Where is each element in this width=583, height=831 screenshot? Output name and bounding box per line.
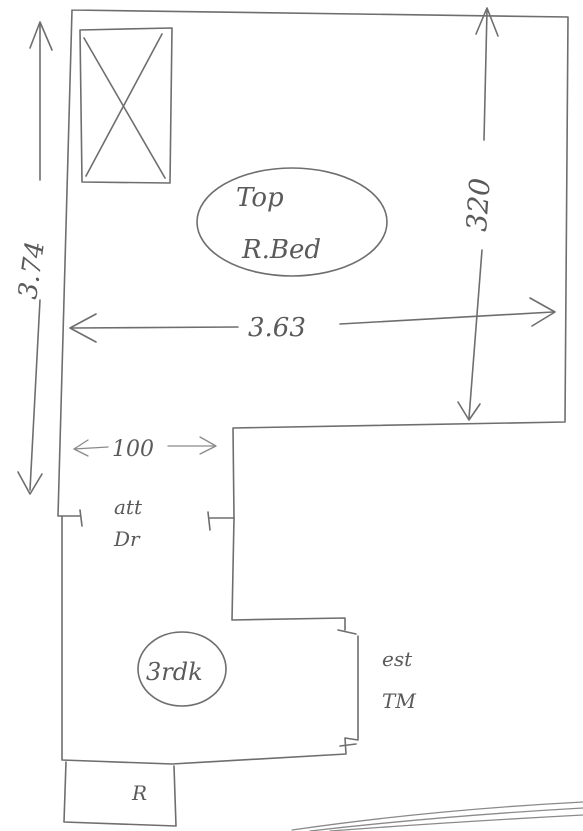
door-marker-left: [79, 509, 83, 527]
side-label-line2: TM: [382, 689, 416, 713]
width-arrow: [69, 297, 556, 343]
lower-label: 3rdk: [146, 658, 203, 686]
left-height-arrow: [17, 21, 53, 495]
bottom-label: R: [131, 781, 147, 805]
wardrobe-box: [79, 27, 173, 184]
left-height-label: 3.74: [13, 239, 51, 301]
door-label-line2: Dr: [113, 527, 141, 551]
bottom-box-outline: [63, 761, 177, 827]
bedroom-outline: [57, 9, 569, 519]
corridor-arrow: [73, 436, 217, 457]
lower-label-ellipse: [137, 631, 227, 707]
paper-edge-lines: [291, 801, 583, 831]
room-label-line1: Top: [236, 183, 284, 213]
width-label: 3.63: [248, 313, 306, 343]
door-marker-right: [207, 511, 235, 531]
corridor-label: 100: [112, 437, 154, 462]
side-label-line1: est: [382, 647, 413, 671]
lower-room-outline: [61, 515, 359, 765]
room-label-line2: R.Bed: [241, 235, 321, 265]
right-height-arrow: [457, 7, 499, 421]
room-label-ellipse: [196, 167, 388, 277]
door-label-line1: att: [114, 495, 143, 519]
ensuite-wall: [337, 629, 357, 747]
right-height-label: 320: [460, 177, 497, 233]
